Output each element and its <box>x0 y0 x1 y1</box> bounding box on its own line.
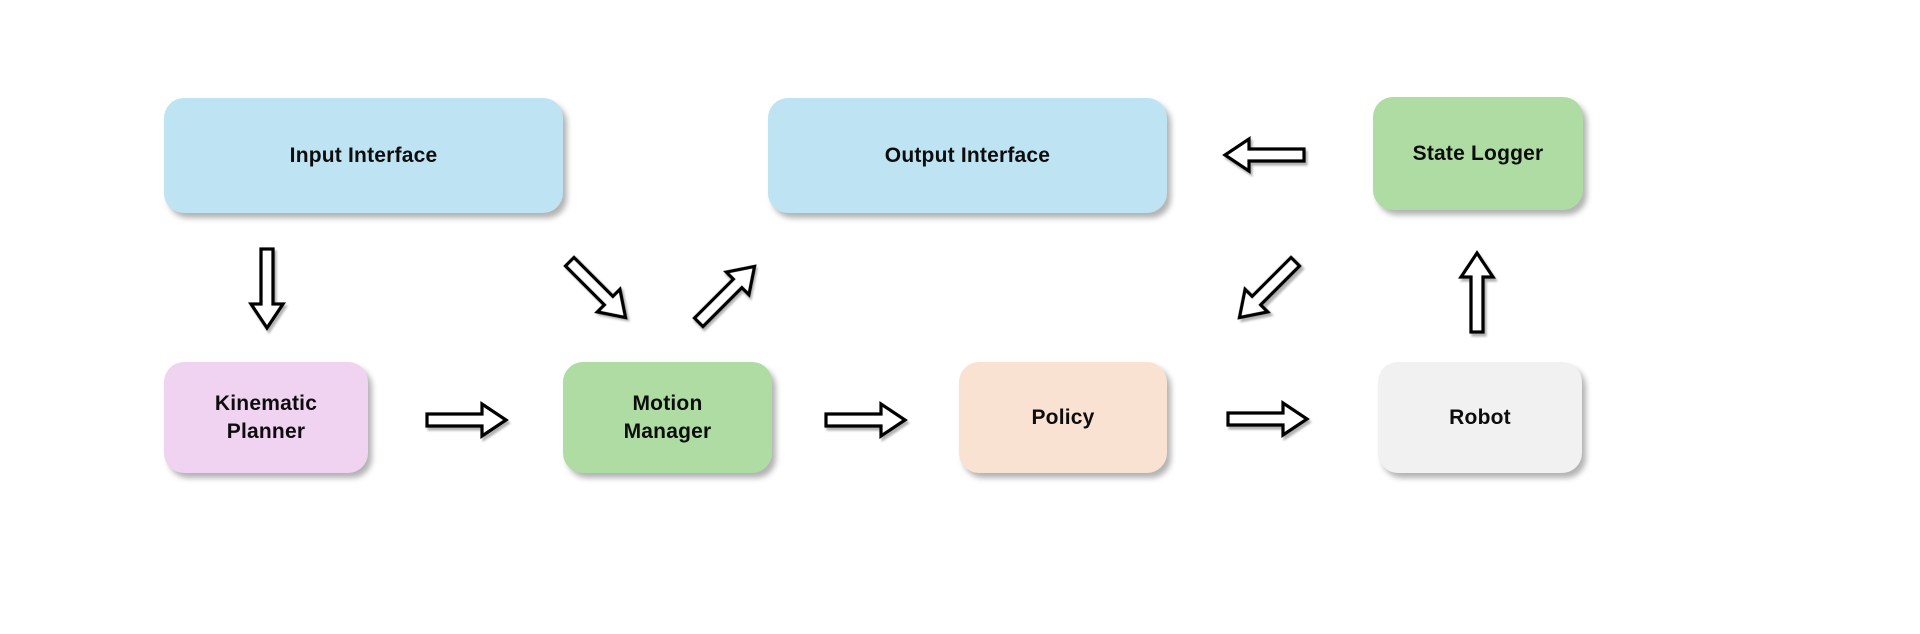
node-motion-manager: Motion Manager <box>563 362 772 473</box>
node-kinematic-planner: Kinematic Planner <box>164 362 368 473</box>
edge-motion-manager-to-output-interface <box>684 251 770 337</box>
edge-state-logger-to-policy <box>1224 247 1310 333</box>
edge-state-logger-to-output-interface <box>1222 136 1306 174</box>
edge-input-interface-to-motion-manager <box>555 247 641 333</box>
block-arrow-icon <box>1226 400 1310 438</box>
block-arrow-icon <box>248 247 286 331</box>
node-policy: Policy <box>959 362 1167 473</box>
edge-kinematic-planner-to-motion-manager <box>425 401 509 439</box>
node-label: State Logger <box>1412 141 1544 165</box>
block-arrow-icon <box>1458 250 1496 334</box>
block-arrow-icon <box>425 401 509 439</box>
node-label: Kinematic Planner <box>214 391 318 443</box>
node-label: Output Interface <box>884 143 1051 167</box>
node-output-interface: Output Interface <box>768 98 1167 213</box>
edge-robot-to-state-logger <box>1458 250 1496 334</box>
node-label: Motion Manager <box>623 391 712 443</box>
block-arrow-icon <box>824 401 908 439</box>
edge-policy-to-robot <box>1226 400 1310 438</box>
node-robot: Robot <box>1378 362 1582 473</box>
block-arrow-icon <box>1222 136 1306 174</box>
node-label: Input Interface <box>289 143 438 167</box>
edge-input-interface-to-kinematic-planner <box>248 247 286 331</box>
node-label: Policy <box>1031 405 1095 429</box>
block-arrow-icon <box>1237 255 1302 320</box>
node-label: Robot <box>1449 405 1511 429</box>
edge-motion-manager-to-policy <box>824 401 908 439</box>
node-state-logger: State Logger <box>1373 97 1583 210</box>
node-input-interface: Input Interface <box>164 98 563 213</box>
block-arrow-icon <box>563 255 628 320</box>
block-arrow-icon <box>692 264 757 329</box>
